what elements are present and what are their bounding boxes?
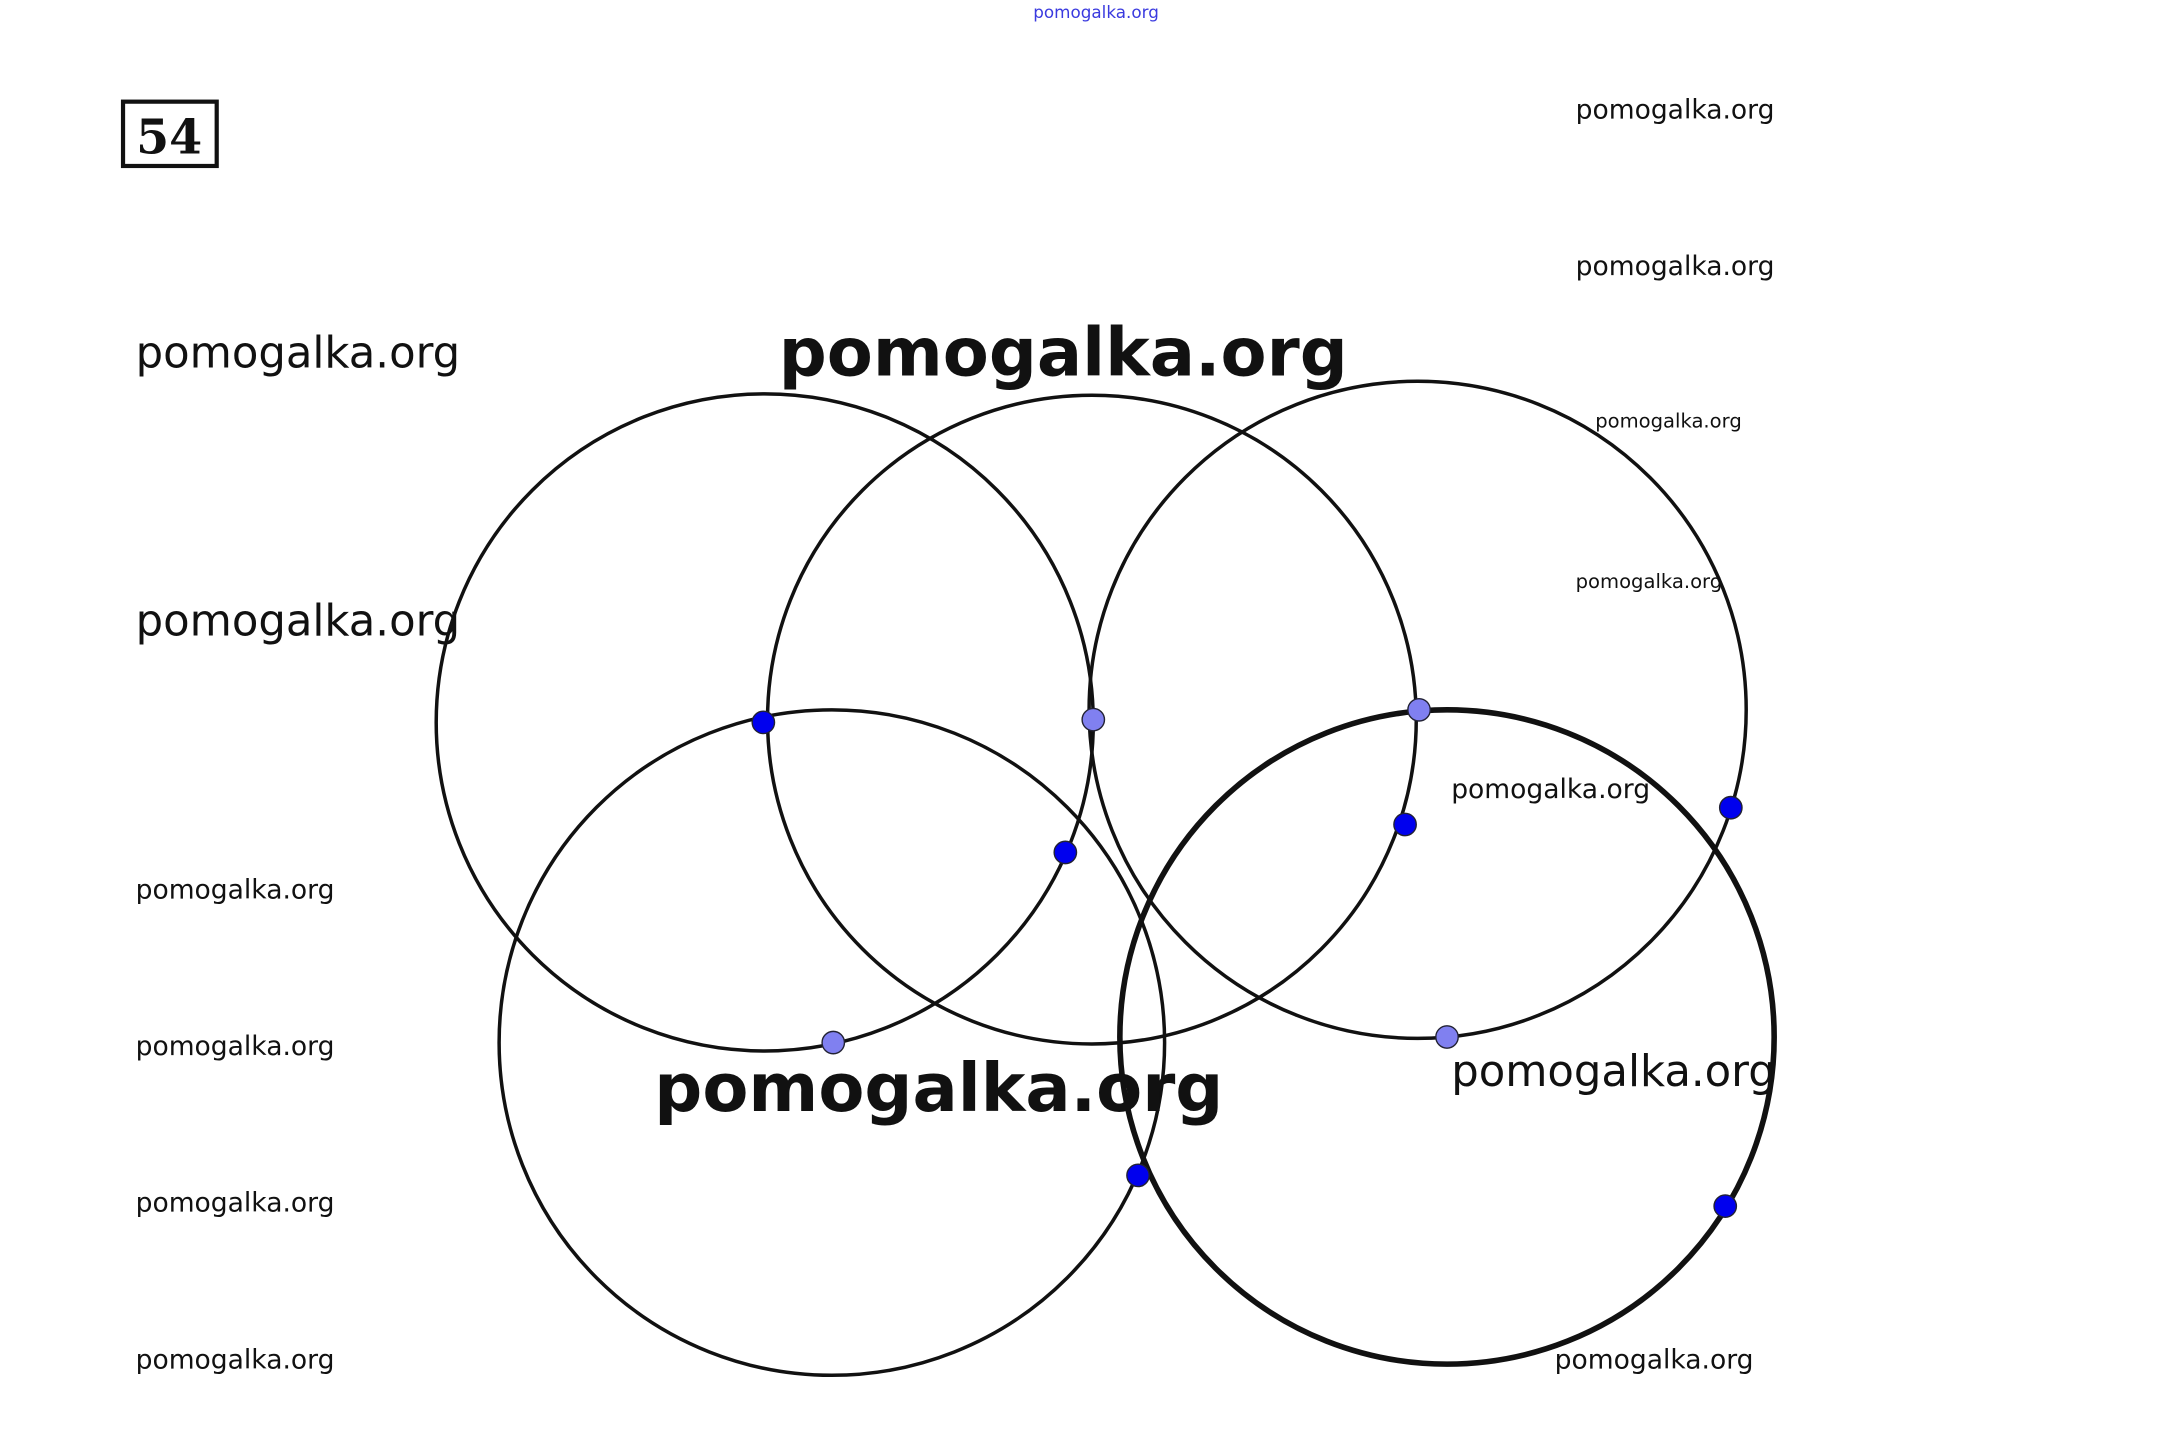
watermark: pomogalka.org bbox=[1576, 570, 1723, 593]
watermarks: pomogalka.org pomogalka.org pomogalka.or… bbox=[136, 94, 1776, 1375]
point-dark bbox=[1053, 840, 1078, 865]
points bbox=[751, 697, 1743, 1219]
watermark: pomogalka.org bbox=[1595, 409, 1742, 432]
point-dark bbox=[1393, 812, 1417, 837]
watermark: pomogalka.org bbox=[1555, 1344, 1754, 1375]
point-dark bbox=[1713, 1194, 1738, 1219]
point-dark bbox=[1718, 795, 1743, 820]
circles bbox=[434, 379, 1777, 1378]
watermark: pomogalka.org bbox=[1576, 94, 1775, 125]
point-light bbox=[1435, 1025, 1459, 1049]
watermark: pomogalka.org bbox=[136, 1031, 335, 1062]
problem-number: 54 bbox=[136, 109, 202, 165]
circle-4 bbox=[497, 708, 1167, 1378]
point-light bbox=[1081, 707, 1106, 732]
header-watermark: pomogalka.org bbox=[1033, 2, 1159, 22]
watermark: pomogalka.org bbox=[136, 328, 461, 378]
problem-number-box bbox=[120, 99, 219, 169]
watermark: pomogalka.org bbox=[136, 875, 335, 906]
point-dark bbox=[1126, 1163, 1150, 1188]
watermark: pomogalka.org bbox=[136, 1188, 335, 1219]
point-light bbox=[1407, 697, 1431, 722]
watermark: pomogalka.org bbox=[654, 1049, 1223, 1127]
watermark: pomogalka.org bbox=[1451, 774, 1650, 805]
point-light bbox=[821, 1030, 846, 1055]
watermark: pomogalka.org bbox=[1451, 1047, 1776, 1097]
circle-5 bbox=[1117, 707, 1777, 1367]
watermark: pomogalka.org bbox=[1576, 251, 1775, 282]
watermark: pomogalka.org bbox=[136, 597, 461, 647]
watermark: pomogalka.org bbox=[136, 1344, 335, 1375]
point-dark bbox=[751, 710, 776, 735]
watermark: pomogalka.org bbox=[779, 314, 1348, 392]
